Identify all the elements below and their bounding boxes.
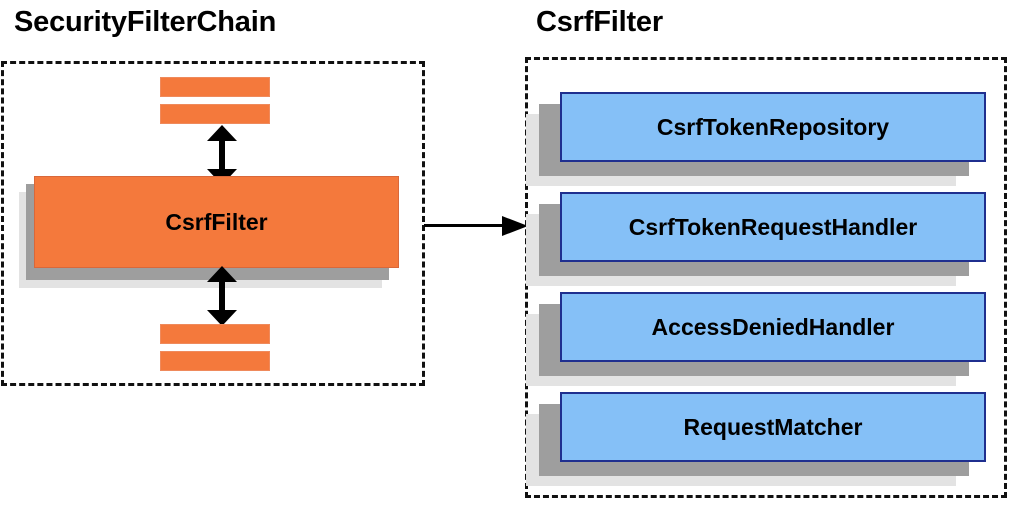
- collaborator-label: AccessDeniedHandler: [560, 292, 986, 362]
- panel-title-csrf-filter: CsrfFilter: [536, 6, 663, 38]
- filter-bar-bottom-2: [160, 351, 270, 371]
- collaborator-csrf-token-repository: CsrfTokenRepository: [526, 92, 986, 186]
- collaborator-request-matcher: RequestMatcher: [526, 392, 986, 486]
- filter-bar-bottom-1: [160, 324, 270, 344]
- component-csrf-filter: CsrfFilter: [19, 176, 404, 288]
- connector-arrow-chain-to-filter: [424, 216, 528, 236]
- collaborator-access-denied-handler: AccessDeniedHandler: [526, 292, 986, 386]
- collaborator-label: CsrfTokenRequestHandler: [560, 192, 986, 262]
- bidirectional-arrow-bottom: [207, 266, 237, 326]
- arrow-shaft: [219, 138, 225, 172]
- connector-arrow-shaft: [424, 224, 506, 227]
- component-csrf-filter-label: CsrfFilter: [34, 176, 399, 268]
- arrow-head-up-icon: [207, 125, 237, 141]
- arrow-head-right-icon: [502, 216, 528, 236]
- collaborator-label: RequestMatcher: [560, 392, 986, 462]
- arrow-head-down-icon: [207, 310, 237, 326]
- panel-title-security-filter-chain: SecurityFilterChain: [14, 6, 277, 38]
- filter-bar-top-2: [160, 104, 270, 124]
- filter-bar-top-1: [160, 77, 270, 97]
- collaborator-label: CsrfTokenRepository: [560, 92, 986, 162]
- panel-security-filter-chain: [1, 61, 425, 386]
- arrow-shaft: [219, 279, 225, 313]
- collaborator-csrf-token-request-handler: CsrfTokenRequestHandler: [526, 192, 986, 286]
- arrow-head-up-icon: [207, 266, 237, 282]
